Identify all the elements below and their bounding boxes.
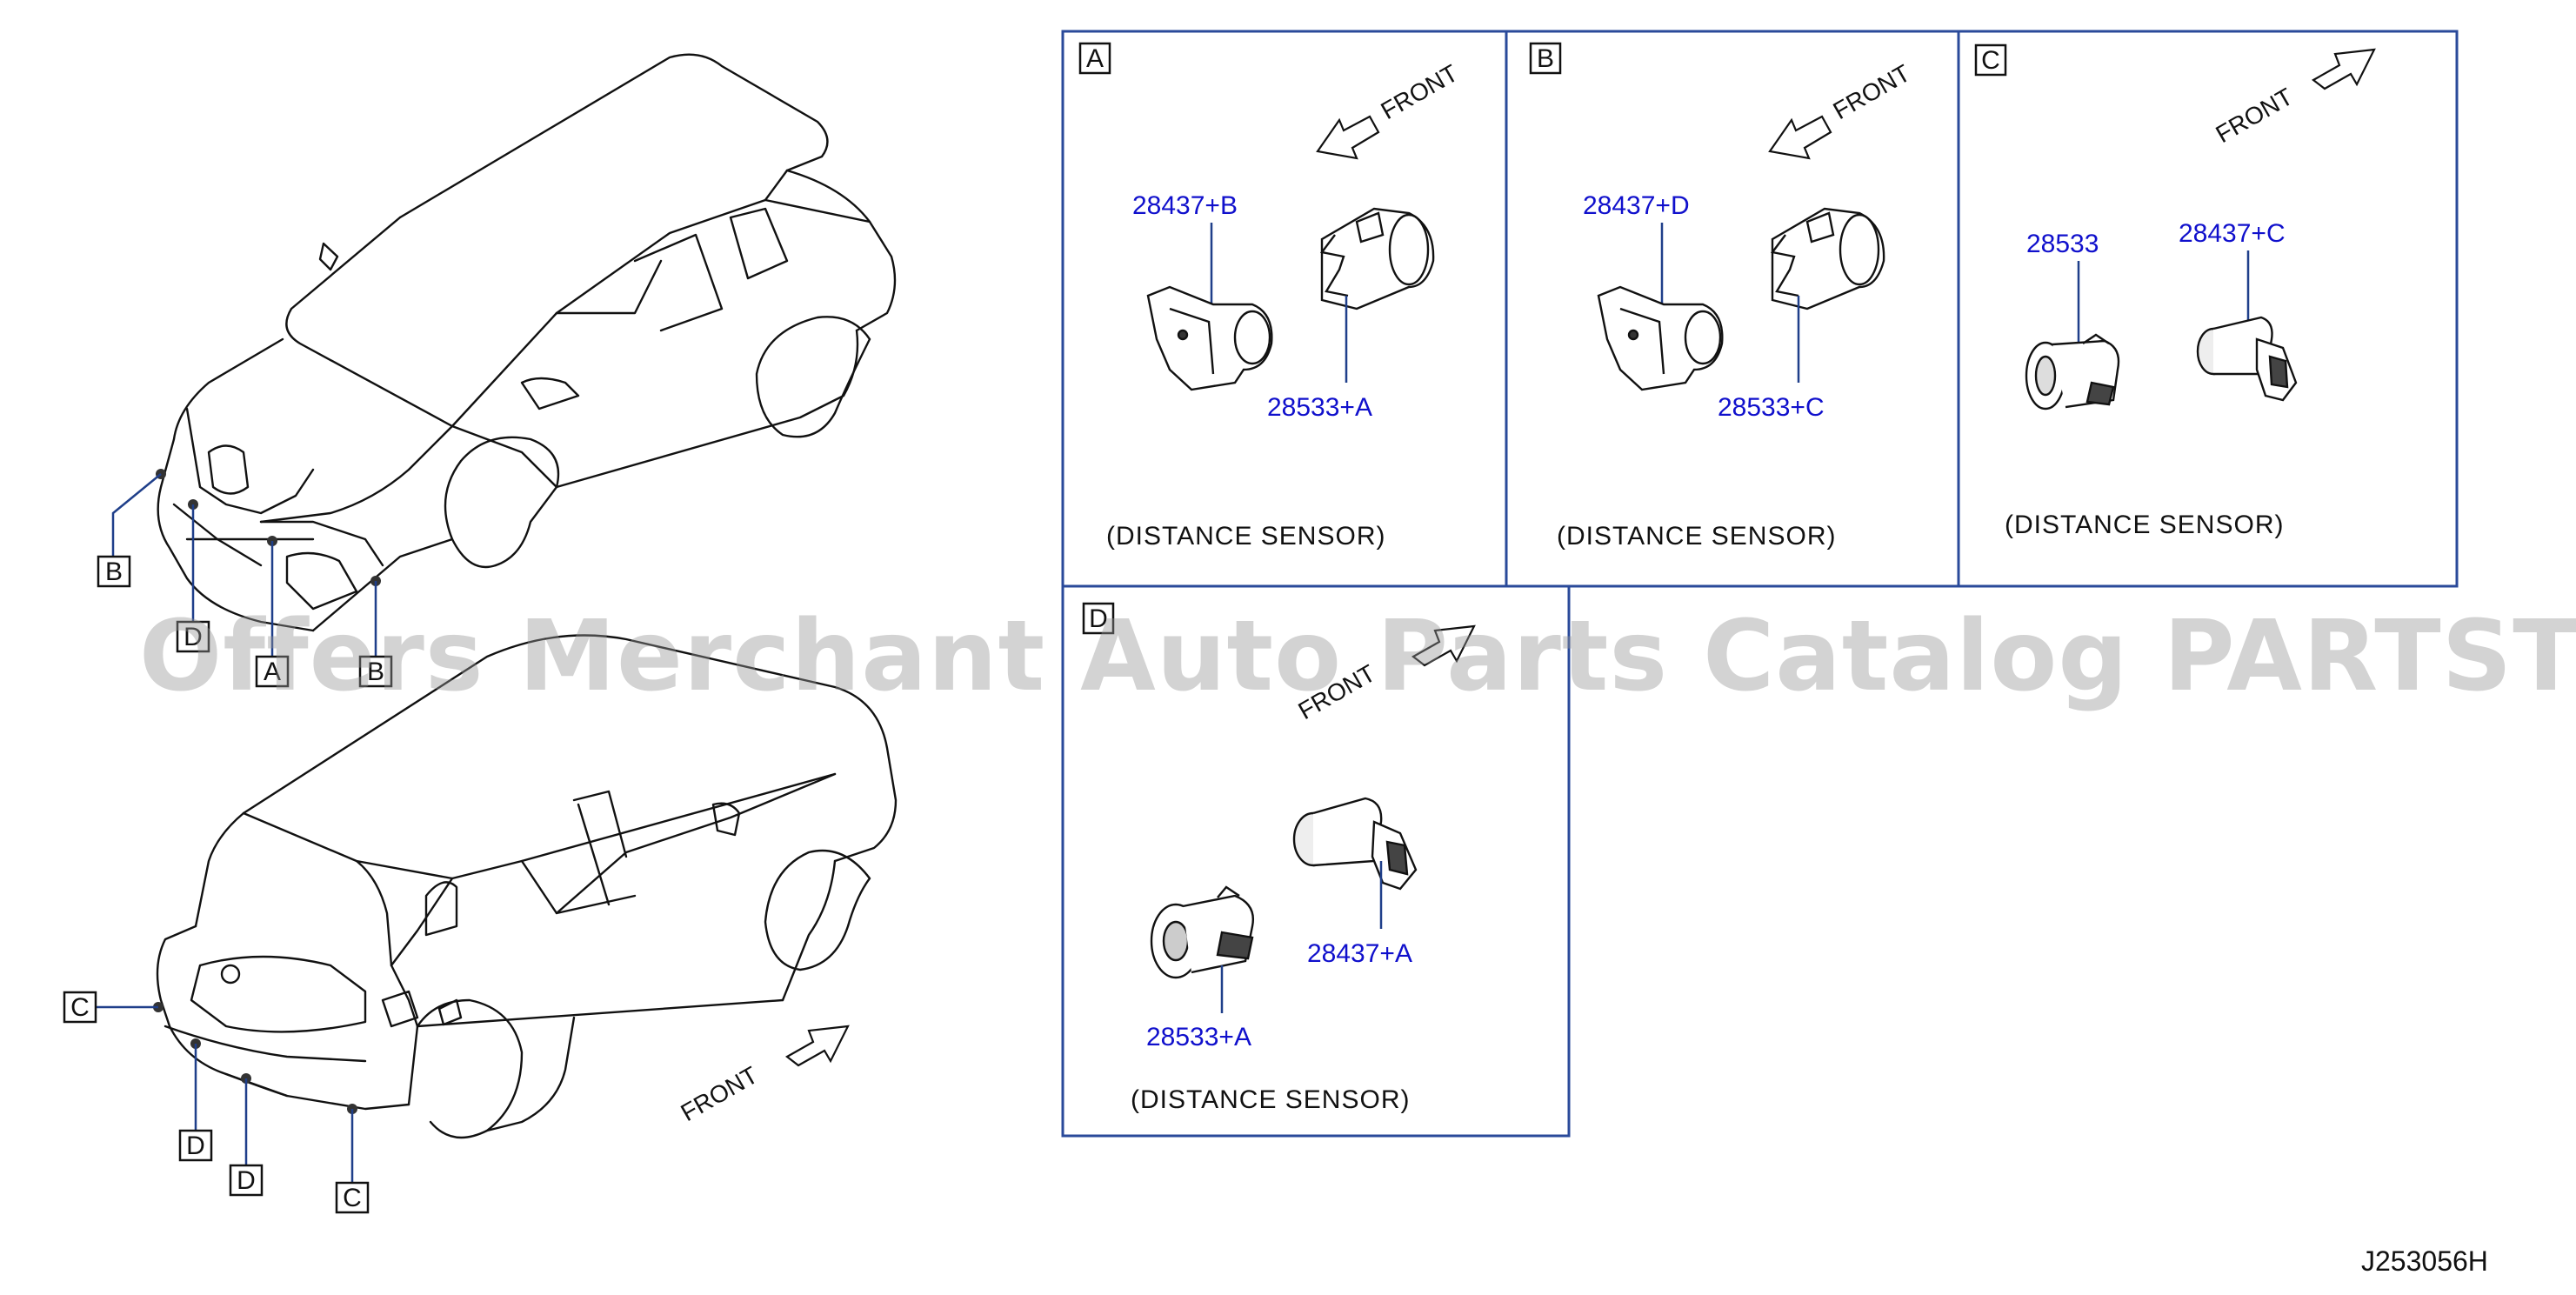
panel-b-caption: (DISTANCE SENSOR) [1557,522,1836,551]
panel-a-part-top: 28437+B [1132,191,1238,220]
panel-a-caption: (DISTANCE SENSOR) [1106,522,1385,551]
panel-c-front-arrow-icon [2312,48,2376,90]
front-marker-b-right: B [367,658,384,686]
panel-b-part-top: 28437+D [1583,191,1690,220]
sensor-body-icon [1292,797,1418,891]
rear-marker-c-right: C [343,1184,362,1212]
panel-d-caption: (DISTANCE SENSOR) [1131,1085,1410,1114]
connector-icon [1770,207,1885,310]
front-marker-a: A [264,658,281,686]
rear-front-indicator: FRONT [677,1025,850,1126]
panel-d-front-arrow-icon [1411,624,1476,667]
panel-c-part-left: 28533 [2026,230,2099,258]
panel-a-front-label: FRONT [1377,59,1463,124]
panel-a-letter: A [1086,44,1104,73]
rear-marker-d-right: D [237,1166,256,1195]
rear-vehicle-markers: C D D C [63,991,370,1214]
panel-d-part-bottom: 28533+A [1146,1023,1251,1051]
diagram-id: J253056H [2361,1245,2488,1277]
bezel-icon [1150,885,1254,979]
panel-c-part-right: 28437+C [2179,219,2286,248]
panel-b-letter: B [1537,44,1554,73]
panel-d: D FRONT 28437+A 28533+A (DISTANCE SENSOR… [1082,602,1476,1114]
rear-marker-d-left: D [186,1131,205,1160]
sensor-body-icon [2196,316,2298,402]
watermark-text: Offers Merchant Auto Parts Catalog PARTS… [139,600,2576,713]
panel-b-front-arrow-icon [1768,115,1832,160]
panel-borders [1061,30,2459,1138]
panel-c-caption: (DISTANCE SENSOR) [2005,511,2284,539]
front-arrow-icon-rear [785,1025,850,1067]
front-marker-d: D [184,623,203,651]
panel-c-front-label: FRONT [2212,83,2298,148]
panel-b: B FRONT 28437+D 28533+C (DISTANCE SENSOR… [1529,42,1915,551]
bezel-icon [2025,333,2120,411]
panel-c: C FRONT 28533 28437+C (DISTANCE SENSOR) [1974,43,2376,539]
front-arrow-label-rear: FRONT [677,1061,763,1126]
rear-vehicle-illustration [156,634,898,1139]
panel-a-front-arrow-icon [1316,115,1380,160]
panel-a: A FRONT 28437+B 28533+A (DISTANCE SENSOR… [1078,42,1463,551]
panel-d-part-top: 28437+A [1307,939,1412,968]
sensor-icon [1597,285,1724,391]
rear-marker-c-left: C [70,993,90,1022]
sensor-icon [1146,285,1273,391]
panel-b-front-label: FRONT [1829,59,1915,124]
front-marker-b-left: B [105,557,123,586]
front-vehicle-markers: B D A B [97,469,393,688]
panel-d-letter: D [1089,604,1108,633]
front-vehicle-illustration [157,53,897,632]
panel-c-letter: C [1981,46,2000,75]
panel-b-part-bottom: 28533+C [1718,393,1825,422]
connector-icon [1319,207,1435,310]
panel-a-part-bottom: 28533+A [1267,393,1372,422]
